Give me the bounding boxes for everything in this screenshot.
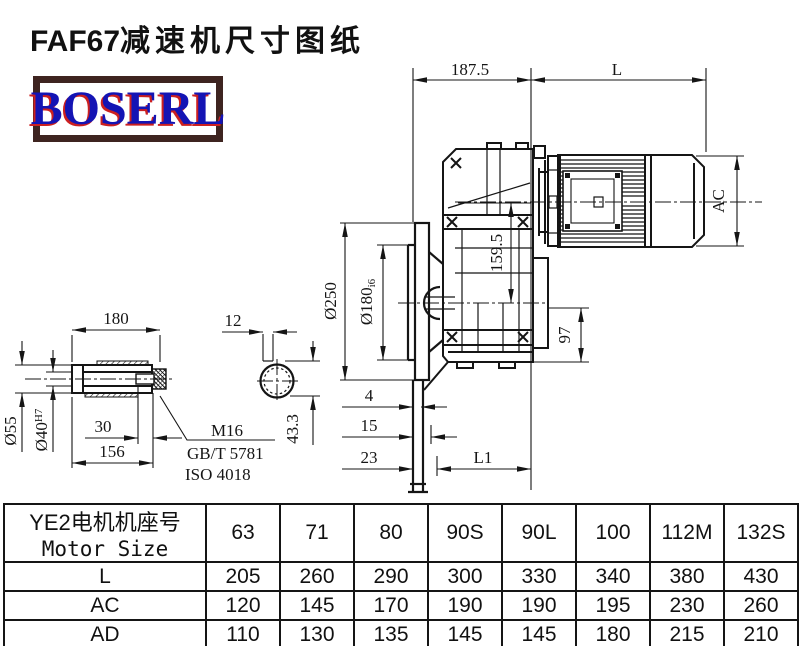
label-iso: ISO 4018 (185, 465, 251, 484)
dim-250: Ø250 (321, 282, 340, 320)
dimension-labels: 187.5 L AC 159.5 97 Ø250 Ø180i6 4 15 23 … (1, 60, 728, 484)
col-63: 63 (205, 503, 281, 563)
dim-180: 180 (103, 309, 129, 328)
title-model: FAF67 (30, 25, 121, 58)
dim-43-3: 43.3 (283, 414, 302, 444)
dim-55: Ø55 (1, 416, 20, 445)
dim-12: 12 (225, 311, 242, 330)
col-132S: 132S (723, 503, 799, 563)
dimension-drawing: 187.5 L AC 159.5 97 Ø250 Ø180i6 4 15 23 … (1, 60, 762, 494)
dim-4: 4 (365, 386, 374, 405)
page-title: FAF67减速机尺寸图纸 (30, 16, 365, 60)
flange-edge-view (406, 221, 455, 494)
dim-97: 97 (555, 326, 574, 344)
row-label-AD: AD (3, 619, 207, 646)
col-100: 100 (575, 503, 651, 563)
dim-159-5: 159.5 (487, 234, 506, 272)
dimension-lines (15, 68, 744, 490)
gearbox-detail (447, 149, 533, 352)
dim-30: 30 (95, 417, 112, 436)
label-gbt: GB/T 5781 (187, 444, 264, 463)
table-header-motor-size: YE2电机机座号 Motor Size (3, 503, 207, 563)
label-M16: M16 (211, 421, 243, 440)
dim-180i6: Ø180i6 (357, 278, 378, 325)
bolt-marks (446, 157, 529, 343)
col-90L: 90L (501, 503, 577, 563)
motor (538, 154, 705, 248)
brand-logo: BOSERL (31, 76, 225, 142)
row-label-L: L (3, 561, 207, 592)
centerlines (25, 201, 762, 403)
table-row-L: L 205 260 290 300 330 340 380 430 (3, 561, 799, 592)
col-112M: 112M (649, 503, 725, 563)
dim-156: 156 (99, 442, 125, 461)
dim-L1: L1 (474, 448, 493, 467)
title-cn: 减速机尺寸图纸 (120, 25, 366, 58)
col-90S: 90S (427, 503, 503, 563)
gearbox-housing (423, 142, 549, 391)
dim-23: 23 (361, 448, 378, 467)
motor-size-table: YE2电机机座号 Motor Size 63 71 80 90S 90L 100… (3, 503, 799, 646)
dim-L: L (612, 60, 622, 79)
dim-AC: AC (709, 189, 728, 213)
dim-187-5: 187.5 (451, 60, 489, 79)
table-row-AC: AC 120 145 170 190 190 195 230 260 (3, 590, 799, 621)
dim-15: 15 (361, 416, 378, 435)
table-row-AD: AD 110 130 135 145 145 180 215 210 (3, 619, 799, 646)
row-label-AC: AC (3, 590, 207, 621)
col-71: 71 (279, 503, 355, 563)
dim-40H7: Ø40H7 (32, 408, 51, 451)
col-80: 80 (353, 503, 429, 563)
terminal-box (548, 170, 623, 232)
